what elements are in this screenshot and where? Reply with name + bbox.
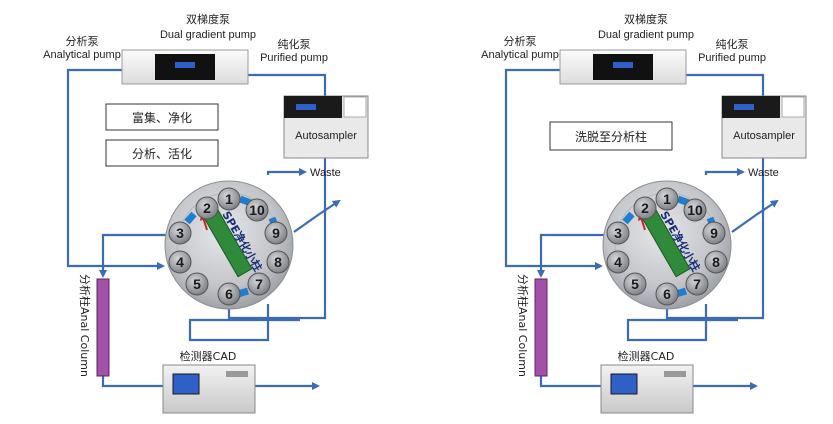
port-numbers: 1 2 3 4 5 6 7 8 9 10 [176,191,282,302]
port-3-label: 3 [176,225,184,241]
panel-1 [68,49,369,414]
port-9-label: 9 [272,225,280,241]
detector-label: 检测器CAD [180,349,237,363]
analytical-column-label: 分析柱Anal Column [516,274,530,377]
step-label-enrich-purify: 富集、净化 [132,110,192,125]
analytical-pump-cn-label: 分析泵 [66,34,99,48]
port-numbers: 1 2 3 4 5 6 7 8 9 10 [614,191,720,302]
purified-pump-en-label: Purified pump [260,52,328,64]
port-8-label: 8 [274,254,282,270]
port-10-label: 10 [687,202,703,218]
purified-pump-cn-label: 纯化泵 [278,37,311,51]
port-1-label: 1 [225,191,233,207]
port-5-label: 5 [193,276,201,292]
port-8-label: 8 [712,254,720,270]
step-label-elute-to-column: 洗脱至分析柱 [575,129,647,144]
dual-gradient-pump [559,49,687,85]
analytical-column [534,278,548,377]
port-3-label: 3 [614,225,622,241]
step-box [549,121,673,151]
waste-label: Waste [310,167,341,179]
port-10-label: 10 [249,202,265,218]
analytical-pump-cn-label: 分析泵 [504,34,537,48]
port-2-label: 2 [203,200,211,216]
step-box [105,103,219,131]
dual-pump-en-label: Dual gradient pump [598,29,694,41]
dual-pump-cn-label: 双梯度泵 [624,12,668,26]
port-6-label: 6 [225,286,233,302]
purified-pump-en-label: Purified pump [698,52,766,64]
analytical-pump-en-label: Analytical pump [481,49,559,61]
port-9-label: 9 [710,225,718,241]
analytical-column-label: 分析柱Anal Column [78,274,92,377]
port-5-label: 5 [631,276,639,292]
detector-label: 检测器CAD [618,349,675,363]
step-box [105,139,219,167]
panel-2 [506,49,807,414]
port-4-label: 4 [614,254,622,270]
cad-detector [600,364,694,414]
step-label-analyze-activate: 分析、活化 [132,147,192,161]
dual-gradient-pump [121,49,249,85]
waste-label: Waste [748,167,779,179]
port-2-label: 2 [641,200,649,216]
autosampler [721,95,807,159]
port-1-label: 1 [663,191,671,207]
autosampler [283,95,369,159]
port-4-label: 4 [176,254,184,270]
autosampler-label: Autosampler [733,130,795,142]
port-7-label: 7 [693,276,701,292]
analytical-pump-en-label: Analytical pump [43,49,121,61]
analytical-column [96,278,110,377]
valve-ports [168,187,290,306]
dual-pump-en-label: Dual gradient pump [160,29,256,41]
dual-pump-cn-label: 双梯度泵 [186,12,230,26]
valve-ports [606,187,728,306]
autosampler-label: Autosampler [295,130,357,142]
port-6-label: 6 [663,286,671,302]
port-7-label: 7 [255,276,263,292]
purified-pump-cn-label: 纯化泵 [716,37,749,51]
cad-detector [162,364,256,414]
